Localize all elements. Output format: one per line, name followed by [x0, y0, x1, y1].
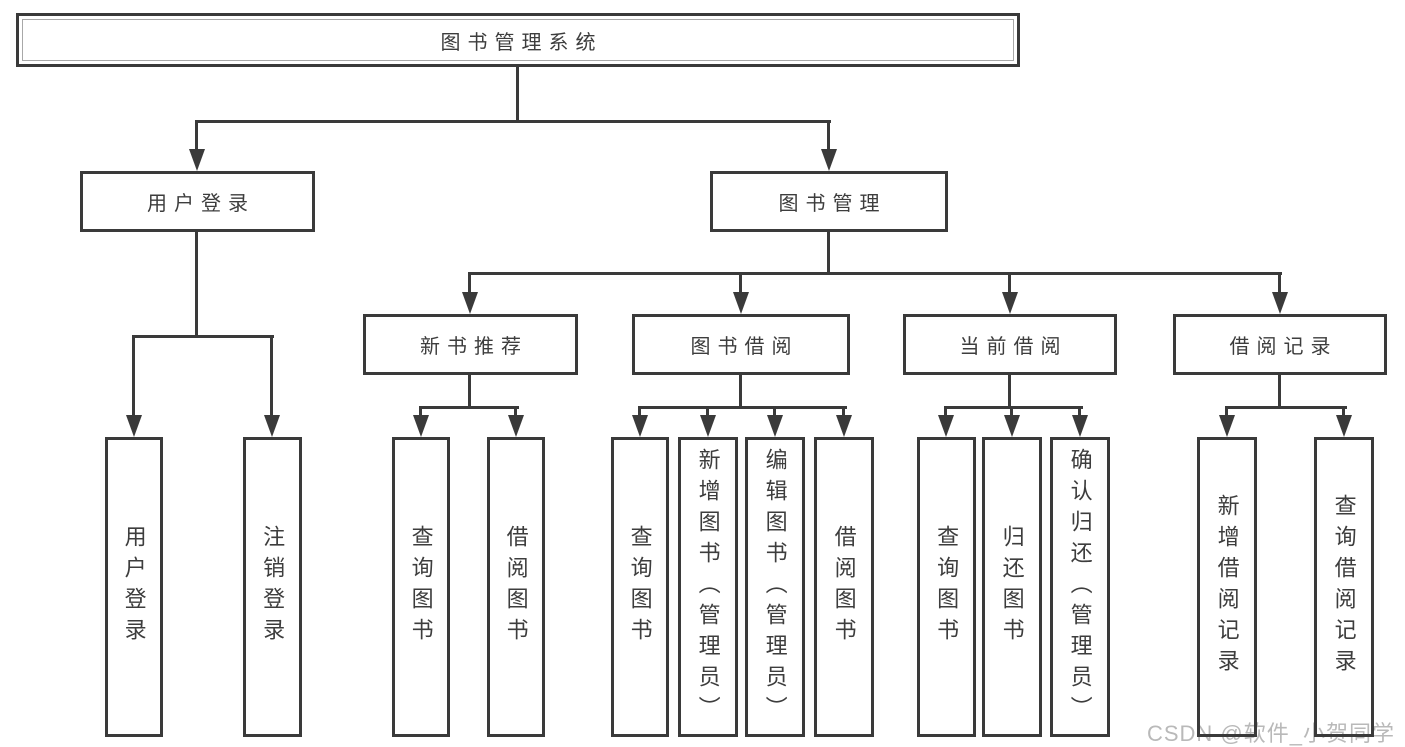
node-root-label: 图书管理系统 — [440, 31, 603, 54]
leaf-query-books-current-label: 查询图书 — [934, 525, 960, 649]
arrow-down-icon — [1004, 415, 1020, 437]
connector-line — [944, 406, 947, 422]
leaf-return-books-label: 归还图书 — [999, 525, 1025, 649]
connector-line — [195, 232, 198, 337]
leaf-query-borrow-record-label: 查询借阅记录 — [1331, 494, 1357, 680]
connector-line — [1278, 272, 1281, 298]
leaf-query-books-current: 查询图书 — [917, 437, 976, 737]
arrow-down-icon — [632, 415, 648, 437]
connector-line — [1008, 272, 1011, 298]
csdn-watermark: CSDN @软件_小贺同学 — [1146, 721, 1395, 746]
arrow-down-icon — [189, 149, 205, 171]
leaf-logout-label: 注销登录 — [260, 525, 286, 649]
connector-line — [638, 406, 847, 409]
connector-line — [1278, 375, 1281, 408]
node-borrow-records: 借阅记录 — [1173, 314, 1387, 375]
connector-line — [195, 120, 831, 123]
connector-line — [419, 406, 519, 409]
connector-line — [468, 272, 471, 298]
connector-line — [1078, 406, 1081, 422]
connector-line — [773, 406, 776, 422]
leaf-user-login-label: 用户登录 — [121, 525, 147, 649]
node-new-book-recommend-label: 新书推荐 — [420, 336, 528, 358]
node-borrow-records-label: 借阅记录 — [1229, 336, 1338, 358]
connector-line — [132, 335, 274, 338]
arrow-down-icon — [938, 415, 954, 437]
leaf-confirm-return-admin-label: 确认归还（管理员） — [1067, 447, 1093, 727]
leaf-query-books-recommend-label: 查询图书 — [408, 525, 434, 649]
arrow-down-icon — [1002, 292, 1018, 314]
leaf-add-borrow-record-label: 新增借阅记录 — [1214, 494, 1240, 680]
node-book-management-label: 图书管理 — [778, 193, 887, 215]
leaf-borrow-books-label: 借阅图书 — [831, 525, 857, 649]
arrow-down-icon — [1272, 292, 1288, 314]
connector-line — [1008, 375, 1011, 408]
connector-line — [827, 120, 830, 152]
connector-line — [706, 406, 709, 422]
arrow-down-icon — [1219, 415, 1235, 437]
node-root: 图书管理系统 — [16, 13, 1020, 67]
arrow-down-icon — [462, 292, 478, 314]
leaf-query-borrow-record: 查询借阅记录 — [1314, 437, 1374, 737]
node-current-borrow: 当前借阅 — [903, 314, 1117, 375]
connector-line — [195, 120, 198, 152]
connector-line — [1225, 406, 1228, 422]
connector-line — [1225, 406, 1347, 409]
leaf-add-book-admin-label: 新增图书（管理员） — [695, 447, 721, 727]
arrow-down-icon — [836, 415, 852, 437]
arrow-down-icon — [1336, 415, 1352, 437]
leaf-add-book-admin: 新增图书（管理员） — [678, 437, 738, 737]
connector-line — [842, 406, 845, 422]
arrow-down-icon — [126, 415, 142, 437]
connector-line — [514, 406, 517, 422]
node-user-login-label: 用户登录 — [147, 193, 255, 215]
leaf-edit-book-admin: 编辑图书（管理员） — [745, 437, 805, 737]
arrow-down-icon — [264, 415, 280, 437]
node-user-login: 用户登录 — [80, 171, 315, 232]
connector-line — [516, 67, 519, 122]
arrow-down-icon — [767, 415, 783, 437]
leaf-confirm-return-admin: 确认归还（管理员） — [1050, 437, 1110, 737]
arrow-down-icon — [733, 292, 749, 314]
node-book-borrow: 图书借阅 — [632, 314, 850, 375]
arrow-down-icon — [821, 149, 837, 171]
connector-line — [1342, 406, 1345, 422]
leaf-borrow-books: 借阅图书 — [814, 437, 874, 737]
connector-line — [468, 375, 471, 408]
connector-line — [132, 335, 135, 419]
leaf-add-borrow-record: 新增借阅记录 — [1197, 437, 1257, 737]
arrow-down-icon — [700, 415, 716, 437]
arrow-down-icon — [508, 415, 524, 437]
leaf-borrow-books-recommend-label: 借阅图书 — [503, 525, 529, 649]
connector-line — [944, 406, 1083, 409]
connector-line — [739, 272, 742, 298]
node-new-book-recommend: 新书推荐 — [363, 314, 578, 375]
leaf-edit-book-admin-label: 编辑图书（管理员） — [762, 447, 788, 727]
leaf-borrow-books-recommend: 借阅图书 — [487, 437, 545, 737]
connector-line — [638, 406, 641, 422]
leaf-user-login: 用户登录 — [105, 437, 163, 737]
node-book-borrow-label: 图书借阅 — [690, 336, 799, 358]
leaf-query-books-recommend: 查询图书 — [392, 437, 450, 737]
arrow-down-icon — [413, 415, 429, 437]
leaf-query-books-borrow: 查询图书 — [611, 437, 669, 737]
leaf-query-books-borrow-label: 查询图书 — [627, 525, 653, 649]
node-book-management: 图书管理 — [710, 171, 948, 232]
node-current-borrow-label: 当前借阅 — [959, 336, 1068, 358]
connector-line — [1010, 406, 1013, 422]
connector-line — [468, 272, 1282, 275]
connector-line — [419, 406, 422, 422]
connector-line — [739, 375, 742, 408]
connector-line — [827, 232, 830, 274]
leaf-return-books: 归还图书 — [982, 437, 1042, 737]
leaf-logout: 注销登录 — [243, 437, 302, 737]
connector-line — [270, 335, 273, 419]
arrow-down-icon — [1072, 415, 1088, 437]
